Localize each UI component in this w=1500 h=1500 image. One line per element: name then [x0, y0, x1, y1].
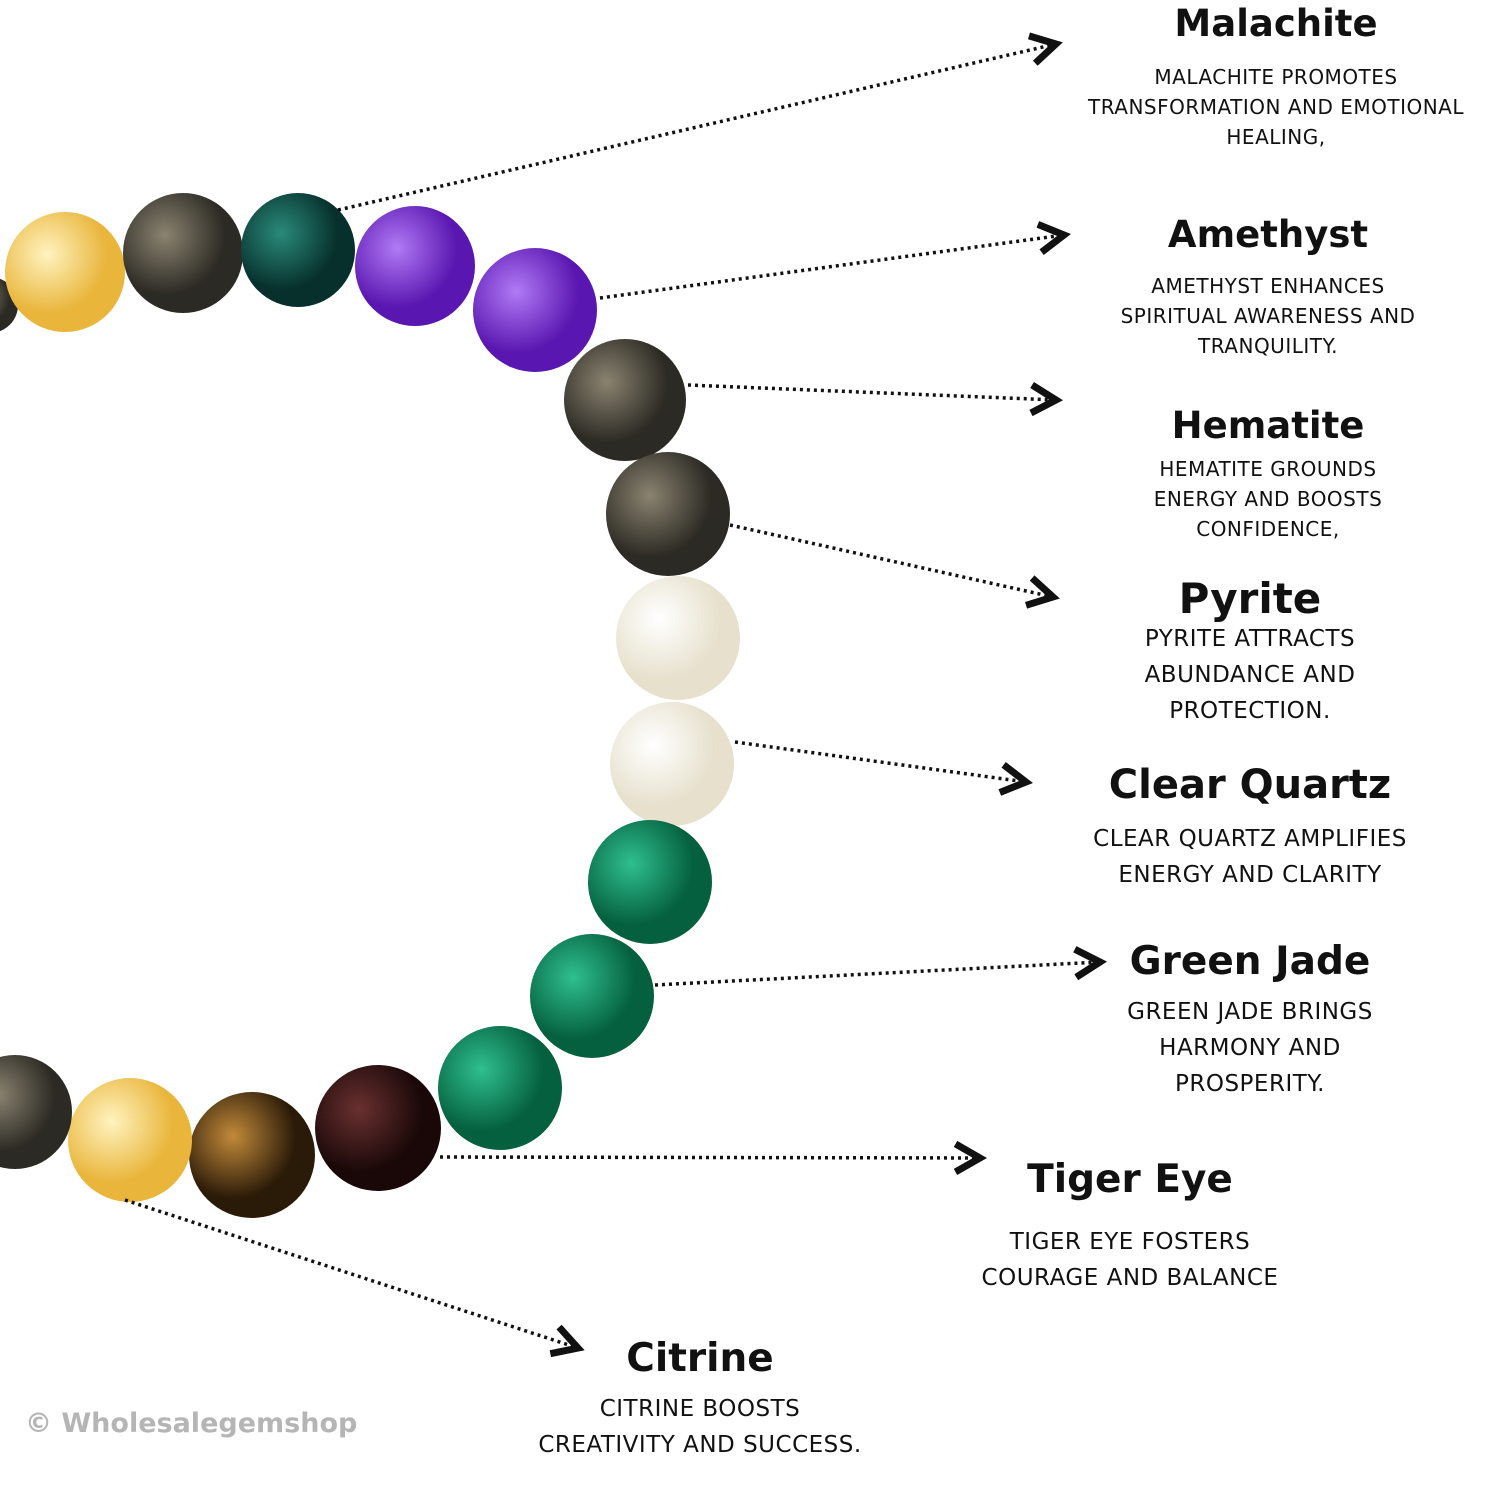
watermark: © Wholesalegemshop — [25, 1408, 358, 1439]
stone-description: HARMONY AND — [1159, 1035, 1341, 1061]
stone-description: PROSPERITY. — [1175, 1071, 1325, 1097]
bead-malachite — [241, 193, 355, 307]
stone-description: HEALING, — [1226, 125, 1326, 149]
stone-name: Clear Quartz — [1108, 762, 1392, 808]
label-hematite: Hematite HEMATITE GROUNDS ENERGY AND BOO… — [1154, 404, 1383, 544]
bead-green-jade — [530, 934, 654, 1058]
bead-garnet — [315, 1065, 441, 1191]
label-malachite: Malachite MALACHITE PROMOTES TRANSFORMAT… — [1088, 2, 1464, 152]
stone-name: Malachite — [1174, 2, 1378, 45]
stone-description: CONFIDENCE, — [1196, 517, 1340, 541]
bead-pyrite — [606, 452, 730, 576]
stone-name: Tiger Eye — [1027, 1157, 1233, 1202]
stone-description: GREEN JADE BRINGS — [1127, 999, 1373, 1025]
label-citrine: Citrine CITRINE BOOSTS CREATIVITY AND SU… — [538, 1337, 861, 1463]
stone-name: Pyrite — [1178, 574, 1322, 623]
stone-description: PROTECTION. — [1169, 698, 1331, 724]
arrow-clear-quartz — [734, 740, 1026, 782]
stone-description: MALACHITE PROMOTES — [1154, 65, 1398, 89]
stone-name: Green Jade — [1129, 939, 1371, 984]
stone-description: TIGER EYE FOSTERS — [1009, 1229, 1251, 1255]
label-green-jade: Green Jade GREEN JADE BRINGS HARMONY AND… — [1127, 940, 1373, 1102]
stone-description: SPIRITUAL AWARENESS AND — [1120, 304, 1416, 328]
stone-description: COURAGE AND BALANCE — [981, 1265, 1279, 1291]
beads — [0, 193, 740, 1218]
bead-amethyst — [473, 248, 597, 372]
bead-hematite — [564, 339, 686, 461]
stone-description: ABUNDANCE AND — [1144, 662, 1356, 688]
stone-description: HEMATITE GROUNDS — [1159, 457, 1377, 481]
label-amethyst: Amethyst AMETHYST ENHANCES SPIRITUAL AWA… — [1121, 213, 1416, 361]
arrow-tiger-eye — [439, 1157, 980, 1158]
bead-amethyst — [355, 206, 475, 326]
stone-description: ENERGY AND BOOSTS — [1153, 487, 1383, 511]
bead-tiger-eye — [189, 1092, 315, 1218]
bead-clear-quartz — [610, 702, 734, 826]
stone-description: PYRITE ATTRACTS — [1144, 626, 1356, 652]
stone-description: CLEAR QUARTZ AMPLIFIES — [1093, 826, 1407, 852]
stone-name: Citrine — [626, 1336, 774, 1381]
arrow-citrine — [124, 1198, 578, 1348]
arrow-hematite — [687, 385, 1056, 400]
stone-description: ENERGY AND CLARITY — [1118, 862, 1382, 888]
bead-clear-quartz — [616, 576, 740, 700]
stone-name: Amethyst — [1167, 213, 1369, 256]
stone-description: CREATIVITY AND SUCCESS. — [538, 1432, 862, 1458]
arrow-green-jade — [654, 962, 1100, 987]
label-tiger-eye: Tiger Eye TIGER EYE FOSTERS COURAGE AND … — [982, 1158, 1279, 1296]
stone-name: Hematite — [1171, 404, 1365, 447]
arrow-malachite — [337, 44, 1056, 212]
bead-dark — [0, 1055, 72, 1169]
bead-green-jade — [438, 1026, 562, 1150]
arrow-pyrite — [729, 523, 1053, 597]
label-clear-quartz: Clear Quartz CLEAR QUARTZ AMPLIFIES ENER… — [1093, 763, 1407, 893]
stone-description: TRANQUILITY. — [1197, 334, 1339, 358]
bead-pyrite — [123, 193, 243, 313]
label-pyrite: Pyrite PYRITE ATTRACTS ABUNDANCE AND PRO… — [1145, 577, 1356, 729]
stone-description: AMETHYST ENHANCES — [1151, 274, 1385, 298]
bead-green-jade — [588, 820, 712, 944]
pointer-arrows — [124, 44, 1100, 1348]
arrow-amethyst — [599, 235, 1064, 300]
bead-citrine — [5, 212, 125, 332]
stone-description: TRANSFORMATION AND EMOTIONAL — [1087, 95, 1465, 119]
bead-citrine — [68, 1078, 192, 1202]
stone-description: CITRINE BOOSTS — [599, 1396, 801, 1422]
